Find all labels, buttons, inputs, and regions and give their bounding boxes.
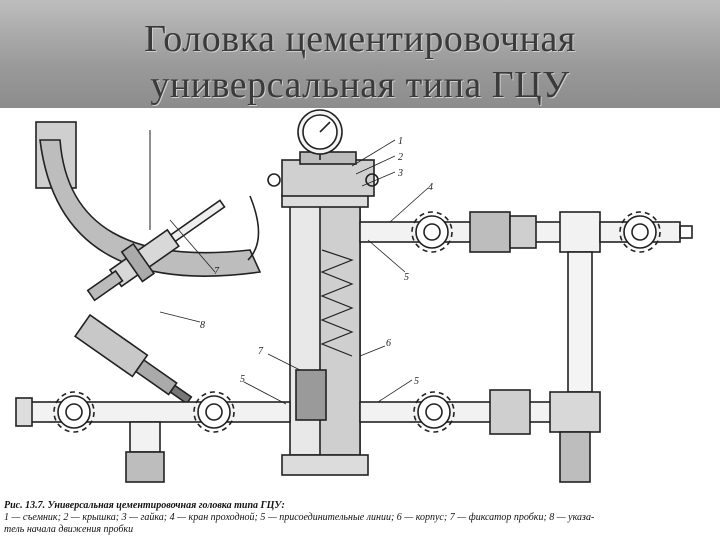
callout-4: 4 [428,182,433,193]
fixator-inset [35,121,262,405]
top-cap [267,151,379,197]
caption-legend-cont: тель начала движения пробки [4,524,134,535]
caption-legend: 1 — съемник; 2 — крышка; 3 — гайка; 4 — … [4,512,595,523]
cementing-head-drawing: 1 2 3 4 5 5 5 6 7 7 8 [15,109,693,483]
callout-7-main: 7 [258,346,264,357]
pressure-gauge-icon [297,109,343,160]
upper-right-valve-icon [619,211,693,253]
callout-3: 3 [397,168,403,179]
callout-5-left: 5 [240,374,245,385]
lower-right-connecting-line [359,389,601,483]
lower-middle-valve-icon [193,391,235,433]
caption-prefix: Рис. 13.7. Универсальная цементировочная… [4,500,285,511]
title-line-2: универсальная типа ГЦУ [150,64,570,106]
housing-body [281,194,369,476]
upper-valve-icon [411,211,453,253]
callout-2: 2 [398,152,403,163]
callout-6: 6 [386,338,391,349]
title-band: Головка цементировочная универсальная ти… [0,0,720,108]
callout-1: 1 [398,136,403,147]
callout-leaders [243,139,429,405]
figure-caption: Рис. 13.7. Универсальная цементировочная… [4,500,718,536]
slide-title: Головка цементировочная универсальная ти… [0,16,720,108]
callout-7-inset: 7 [214,266,220,277]
lower-right-valve-icon [413,391,455,433]
lower-left-connecting-line [15,397,291,483]
callout-5-upper: 5 [404,272,409,283]
title-line-1: Головка цементировочная [144,18,576,60]
lower-left-valve-icon [53,391,95,433]
callout-8: 8 [200,320,205,331]
callout-5-right: 5 [414,376,419,387]
